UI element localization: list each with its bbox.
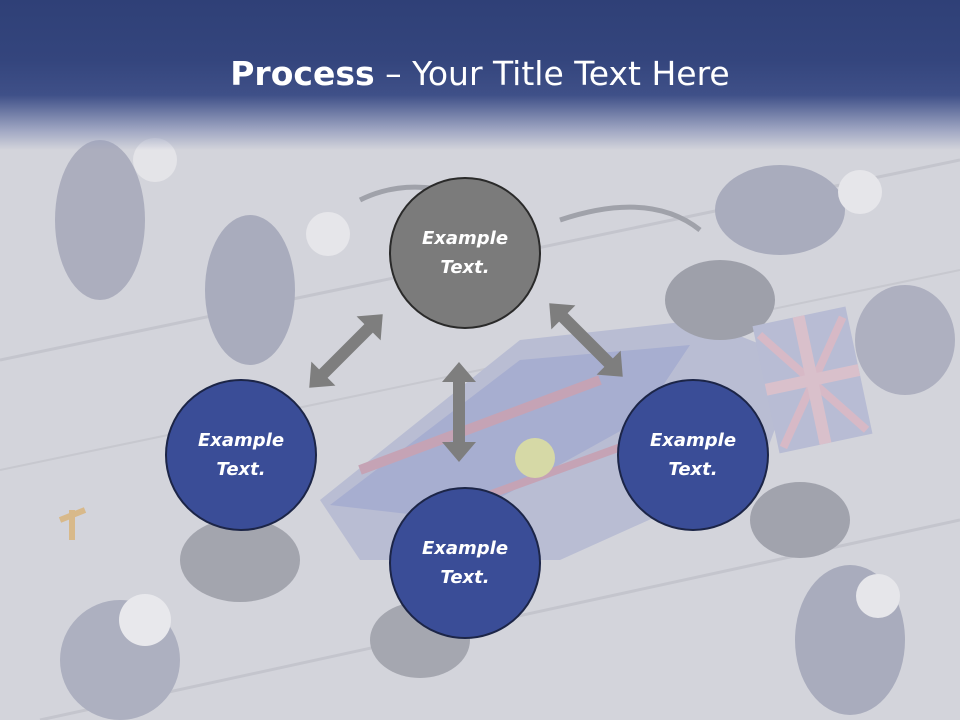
title-rest: – Your Title Text Here bbox=[374, 54, 730, 93]
node-top-label: Example Text. bbox=[421, 228, 509, 278]
node-bottom-label: Example Text. bbox=[421, 538, 509, 588]
arrow-top-left bbox=[309, 314, 383, 388]
process-node-right: Example Text. bbox=[617, 379, 769, 531]
process-node-bottom: Example Text. bbox=[389, 487, 541, 639]
process-node-top: Example Text. bbox=[389, 177, 541, 329]
arrow-top-right bbox=[549, 303, 623, 377]
process-node-left: Example Text. bbox=[165, 379, 317, 531]
title-bold: Process bbox=[230, 54, 375, 93]
node-right-label: Example Text. bbox=[649, 430, 737, 480]
node-left-label: Example Text. bbox=[197, 430, 285, 480]
arrow-vertical bbox=[442, 362, 476, 462]
title-banner bbox=[0, 0, 960, 150]
slide-title: Process – Your Title Text Here bbox=[0, 52, 960, 96]
